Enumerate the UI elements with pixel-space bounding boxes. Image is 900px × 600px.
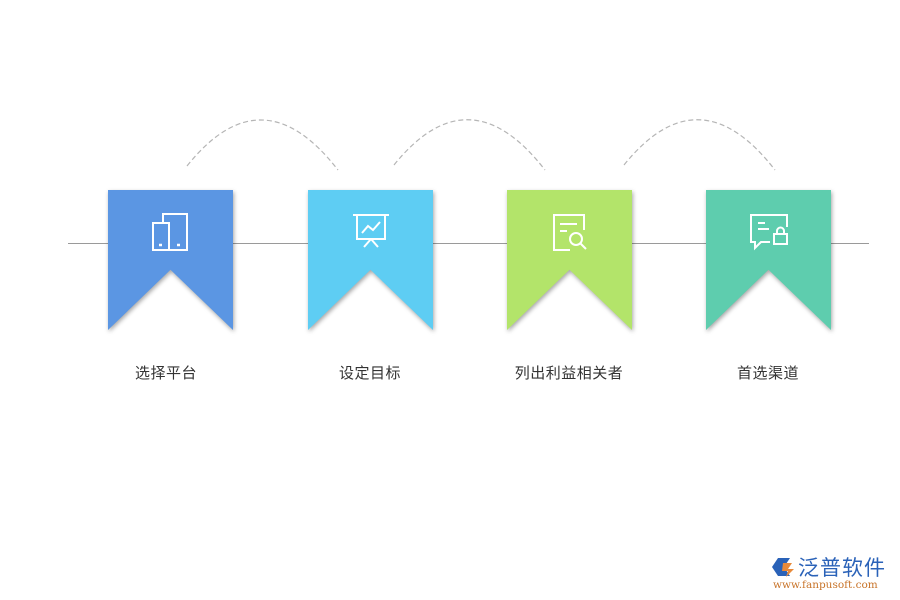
timeline-line: [68, 243, 869, 244]
presentation-chart-icon: [353, 214, 389, 248]
step-4-ribbon: [706, 190, 831, 330]
brand-logo-icon: [772, 558, 794, 577]
step-3-label: 列出利益相关者: [514, 364, 624, 382]
arc-3-4: [623, 119, 776, 171]
brand-logo: 泛普软件 www.fanpusoft.com: [768, 552, 893, 597]
step-1-label: 选择平台: [134, 364, 197, 382]
step-4-label: 首选渠道: [736, 364, 799, 382]
arc-1-2: [186, 119, 339, 171]
brand-name: 泛普软件: [798, 556, 886, 580]
brand-url: www.fanpusoft.com: [773, 579, 878, 591]
document-search-icon: [553, 214, 587, 251]
step-3-ribbon: [507, 190, 632, 330]
arc-2-3: [393, 119, 546, 171]
step-2-label: 设定目标: [338, 364, 401, 382]
devices-icon: [152, 213, 188, 251]
step-2-ribbon: [308, 190, 433, 330]
step-1-ribbon: [108, 190, 233, 330]
message-lock-icon: [750, 214, 788, 251]
